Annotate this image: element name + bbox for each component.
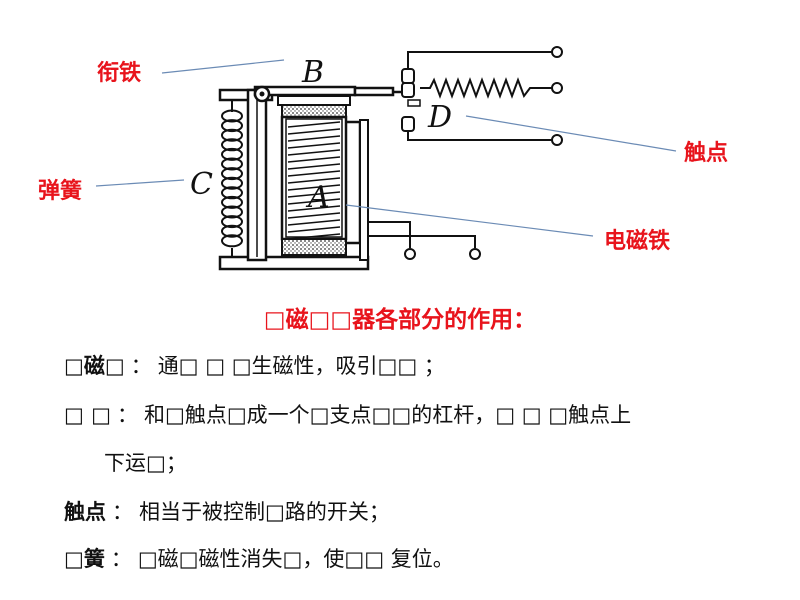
coil-winding: [287, 128, 341, 135]
item-desc: 相当于被控制□路的开关；: [139, 500, 390, 524]
item-armature-cont: 下运□；: [104, 447, 187, 477]
coil-winding: [287, 135, 341, 142]
coil-winding: [287, 226, 341, 233]
item-sep: ：: [117, 403, 138, 427]
coil-winding: [287, 170, 341, 177]
item-sep: ：: [110, 547, 132, 571]
coil-winding: [287, 177, 341, 184]
letter-c: C: [190, 167, 213, 202]
coil-winding: [287, 212, 341, 219]
item-desc: □磁□磁性消失□，使□□ 复位。: [137, 547, 454, 571]
coil-winding: [287, 156, 341, 163]
spring-loop: [221, 224, 243, 238]
contacts-leader: [465, 115, 677, 152]
coil-lead-1: [368, 221, 411, 248]
letter-d: D: [427, 100, 452, 135]
section-title: □磁□□器各部分的作用：: [263, 307, 537, 333]
spring-loop: [221, 176, 243, 190]
spring-loop: [221, 195, 243, 209]
item-spring: □簧：□磁□磁性消失□，使□□ 复位。: [64, 543, 454, 573]
electromagnet-label: 电磁铁: [604, 228, 670, 254]
spring-label: 弹簧: [38, 178, 82, 204]
item-armature: □ □：和□触点□成一个□支点□□的杠杆，□ □ □触点上: [64, 399, 631, 429]
letter-a: A: [305, 180, 330, 215]
coil-winding: [287, 184, 341, 191]
contacts: [401, 46, 563, 146]
coil-lead-2: [368, 235, 476, 248]
item-desc: 通□ □ □生磁性，吸引□□ ；: [157, 354, 445, 378]
relay-diagram: 衔铁 弹簧 触点 电磁铁 B C D A: [38, 46, 728, 271]
armature-label: 衔铁: [97, 60, 141, 86]
item-sep: ：: [130, 354, 152, 378]
base-plate: [218, 255, 370, 271]
item-desc: 下运□；: [104, 451, 187, 475]
armature-leader: [161, 59, 285, 74]
coil-winding: [287, 191, 341, 198]
spring-loop: [221, 128, 243, 142]
item-term: □ □: [64, 403, 111, 427]
coil-winding: [287, 205, 341, 212]
spring-loop: [221, 109, 243, 123]
item-sep: ：: [112, 500, 133, 524]
spring-loop: [221, 138, 243, 152]
spring-loop: [221, 119, 243, 133]
coil-winding: [287, 142, 341, 149]
item-term: □磁□: [64, 354, 125, 378]
contacts-label: 触点: [684, 140, 728, 166]
item-electromagnet: □磁□：通□ □ □生磁性，吸引□□ ；: [64, 350, 445, 380]
coil-winding: [287, 219, 341, 226]
item-term: 触点: [64, 500, 106, 524]
coil-winding: [287, 121, 341, 128]
letter-b: B: [301, 55, 324, 90]
spring-loop: [221, 215, 243, 229]
electromagnet: [277, 95, 369, 261]
armature: [253, 85, 408, 103]
spring-loop: [221, 234, 243, 248]
electromagnet-leader: [345, 204, 594, 237]
spring-coil: [221, 100, 243, 257]
coil-winding: [287, 163, 341, 170]
spring-leader: [95, 179, 185, 187]
spring-loop: [221, 186, 243, 200]
spring-loop: [221, 205, 243, 219]
spring-loop: [221, 157, 243, 171]
item-term: □簧: [64, 547, 105, 571]
item-contacts: 触点：相当于被控制□路的开关；: [64, 496, 390, 526]
coil-winding: [287, 198, 341, 205]
item-desc: 和□触点□成一个□支点□□的杠杆，□ □ □触点上: [144, 403, 632, 427]
coil-winding: [287, 149, 341, 156]
spring-loop: [221, 167, 243, 181]
spring-loop: [221, 147, 243, 161]
